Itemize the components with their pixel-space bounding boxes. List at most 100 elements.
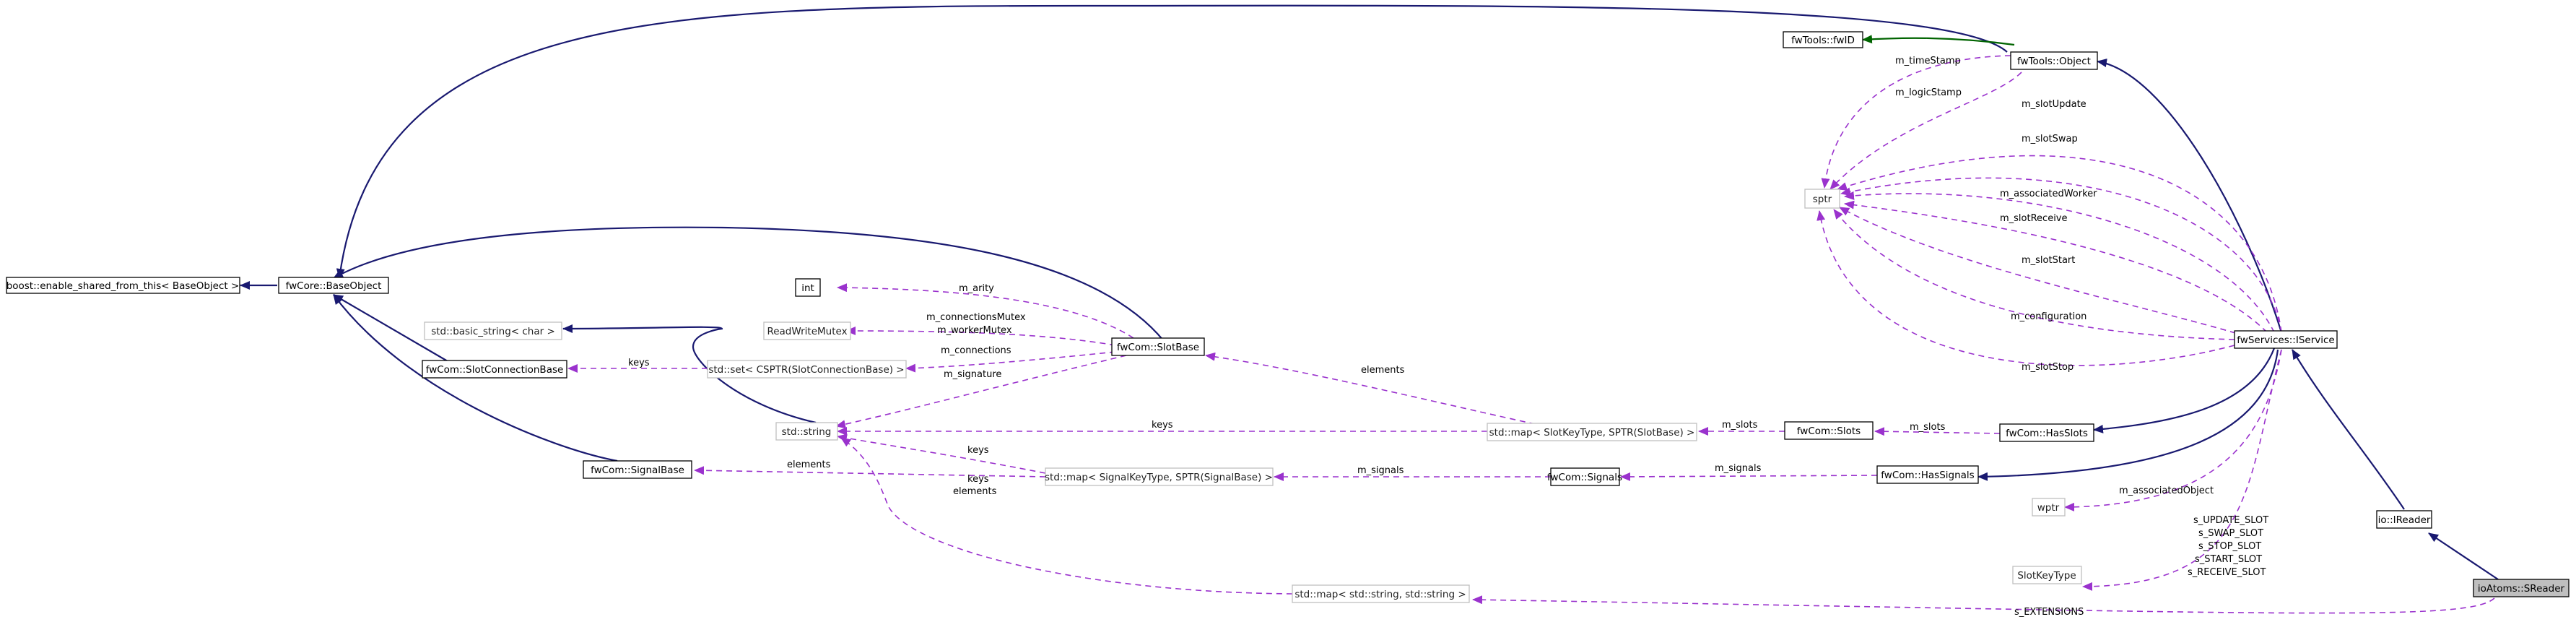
node-map-slots[interactable]: std::map< SlotKeyType, SPTR(SlotBase) > [1487,423,1697,441]
edge-extensions [1472,595,2495,614]
label-slotstart: m_slotStart [2022,255,2075,266]
label-timestamp: m_timeStamp [1895,56,1961,66]
edge-object-to-baseobject [336,4,2008,279]
edge-sreader-to-ireader [2428,532,2499,580]
label-start-slot: s_START_SLOT [2195,554,2262,565]
node-label: io::IReader [2378,514,2431,526]
node-label: SlotKeyType [2017,570,2076,582]
label-m-signals-2: m_signals [1715,463,1762,474]
edge-ireader-to-iservice [2292,349,2405,510]
edge-map-signals-elements [694,466,1046,478]
node-int[interactable]: int [795,278,821,297]
node-label: fwCore::BaseObject [286,280,382,292]
label-arity: m_arity [959,283,994,294]
edge-slotstop [1816,210,2235,366]
label-m-slots-2: m_slots [1910,422,1946,433]
node-sreader[interactable]: ioAtoms::SReader [2473,579,2570,597]
node-label: fwCom::Signals [1547,472,1622,483]
label-ext-keys: keys [967,474,989,485]
label-slots-elements: elements [1361,365,1405,376]
edge-slotstart [1839,207,2246,337]
label-m-signals-1: m_signals [1357,465,1404,476]
edge-iservice-to-hassignals [1977,349,2279,481]
node-slot-base[interactable]: fwCom::SlotBase [1111,337,1205,356]
node-basic-string[interactable]: std::basic_string< char > [424,321,562,340]
node-signal-base[interactable]: fwCom::SignalBase [583,460,692,479]
label-signature: m_signature [944,369,1001,380]
edge-map-slots-elements [1205,352,1546,427]
label-workermutex: m_workerMutex [937,325,1012,336]
edge-signalbase-to-baseobject [333,294,618,462]
node-map-signals[interactable]: std::map< SignalKeyType, SPTR(SignalBase… [1045,467,1274,486]
node-fwid[interactable]: fwTools::fwID [1783,31,1863,48]
node-std-string[interactable]: std::string [775,422,838,441]
label-slotstop: m_slotStop [2022,362,2074,373]
node-slot-key-type[interactable]: SlotKeyType [2012,566,2082,584]
node-label: sptr [1813,194,1832,205]
edge-iservice-to-hasslots [2093,347,2276,433]
node-readwrite-mutex[interactable]: ReadWriteMutex [763,321,851,340]
node-label: std::map< std::string, std::string > [1294,589,1466,600]
label-ext-elements: elements [953,486,997,497]
label-slotupdate: m_slotUpdate [2022,99,2087,110]
node-object[interactable]: fwTools::Object [2010,51,2098,70]
node-ireader[interactable]: io::IReader [2376,510,2432,529]
edge-slotreceive [1844,200,2268,333]
edge-slotupdate [1837,155,2282,333]
edge-labels: m_timeStamp m_logicStamp m_slotUpdate m_… [628,56,2268,618]
node-set-cspt[interactable]: std::set< CSPTR(SlotConnectionBase) > [707,360,907,379]
node-label: fwTools::Object [2017,56,2091,67]
edge-logicstamp [1829,72,2022,190]
node-base-object[interactable]: fwCore::BaseObject [278,277,389,294]
label-configuration: m_configuration [2011,311,2087,322]
label-logicstamp: m_logicStamp [1895,87,1962,98]
edge-connections [905,351,1116,373]
edge-arity [837,283,1134,339]
node-label: fwServices::IService [2237,334,2334,346]
label-signals-elements: elements [787,459,831,470]
edge-hassignals-to-signals [1620,472,1878,481]
edge-associatedobject [2064,349,2282,511]
node-label: fwCom::HasSlots [2006,428,2088,439]
node-label: int [801,282,814,294]
label-extensions: s_EXTENSIONS [2014,607,2084,618]
node-map-string[interactable]: std::map< std::string, std::string > [1292,584,1470,603]
edge-timestamp [1821,55,2011,189]
node-has-slots[interactable]: fwCom::HasSlots [1999,423,2094,442]
edge-map-signals-keys [837,433,1046,474]
edge-stdstring-to-basicstring [562,324,817,424]
node-sptr[interactable]: sptr [1804,189,1840,209]
node-slots[interactable]: fwCom::Slots [1784,421,1874,440]
edge-configuration [1833,209,2235,340]
node-signals[interactable]: fwCom::Signals [1547,467,1622,486]
label-connectionsmutex: m_connectionsMutex [926,312,1026,323]
edge-slotswap [1840,177,2282,333]
edge-slotbase-to-baseobject [333,226,1165,342]
label-slotswap: m_slotSwap [2022,134,2078,144]
node-iservice[interactable]: fwServices::IService [2234,330,2338,349]
node-label: fwCom::HasSignals [1881,470,1974,481]
node-label: std::basic_string< char > [431,326,555,337]
node-label: std::map< SlotKeyType, SPTR(SlotBase) > [1489,427,1695,439]
label-slotreceive: m_slotReceive [2000,213,2068,224]
node-label: ReadWriteMutex [767,326,847,337]
label-associatedobject: m_associatedObject [2119,485,2214,496]
inheritance-edges [240,4,2499,580]
node-has-signals[interactable]: fwCom::HasSignals [1876,465,1979,484]
edge-associatedworker [1844,191,2275,333]
node-label: ioAtoms::SReader [2478,583,2565,595]
node-slot-connection-base[interactable]: fwCom::SlotConnectionBase [422,360,567,379]
label-connections: m_connections [941,345,1011,356]
usage-edges [567,55,2495,614]
node-enable-shared[interactable]: boost::enable_shared_from_this< BaseObje… [6,277,240,294]
node-label: fwTools::fwID [1791,35,1855,46]
edge-object-to-fwid [1862,35,2015,46]
node-wptr[interactable]: wptr [2032,498,2066,517]
node-label: fwCom::SlotBase [1117,342,1199,353]
node-label: std::set< CSPTR(SlotConnectionBase) > [708,364,904,376]
label-stop-slot: s_STOP_SLOT [2198,541,2261,552]
node-label: fwCom::SlotConnectionBase [426,364,564,376]
label-signals-keys: keys [967,445,989,456]
label-update-slot: s_UPDATE_SLOT [2193,515,2268,526]
